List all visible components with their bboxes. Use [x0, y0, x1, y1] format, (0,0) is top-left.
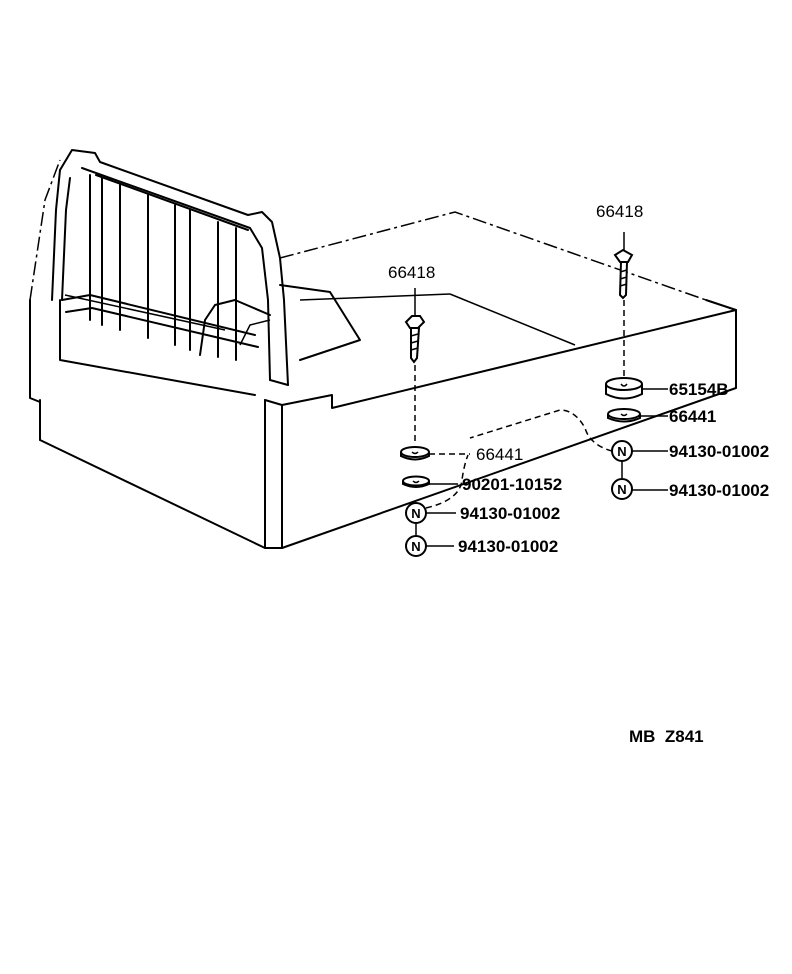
callout-bolt-right: 66418: [596, 202, 643, 221]
truck-bed-illustration: [29, 149, 737, 549]
svg-text:N: N: [617, 482, 626, 497]
callout-nut-left-2: 94130-01002: [458, 537, 558, 556]
right-mount-assembly: N N: [469, 232, 668, 500]
left-mount-assembly: N N: [400, 288, 470, 557]
nut-left-2-icon: N: [405, 535, 427, 557]
callout-nut-left-1: 94130-01002: [460, 504, 560, 523]
callout-washer-left-2: 90201-10152: [462, 475, 562, 494]
callout-nut-right-2: 94130-01002: [669, 481, 769, 500]
nut-right-1-icon: N: [611, 440, 633, 462]
drawing-code: MB Z841: [629, 727, 704, 746]
callout-cushion-right: 65154B: [669, 380, 729, 399]
nut-right-2-icon: N: [611, 478, 633, 500]
svg-text:N: N: [411, 539, 420, 554]
svg-text:N: N: [411, 506, 420, 521]
washer-left-icon: [400, 446, 430, 461]
bolt-left-icon: [404, 315, 426, 364]
washer-left-2-icon: [402, 475, 430, 488]
washer-right-icon: [607, 408, 641, 423]
svg-text:N: N: [617, 444, 626, 459]
callout-bolt-left: 66418: [388, 263, 435, 282]
callout-nut-right-1: 94130-01002: [669, 442, 769, 461]
cushion-right-icon: [605, 377, 643, 400]
bolt-right-icon: [613, 248, 634, 300]
callout-washer-right: 66441: [669, 407, 716, 426]
callout-washer-left: 66441: [476, 445, 523, 464]
nut-left-1-icon: N: [405, 502, 427, 524]
